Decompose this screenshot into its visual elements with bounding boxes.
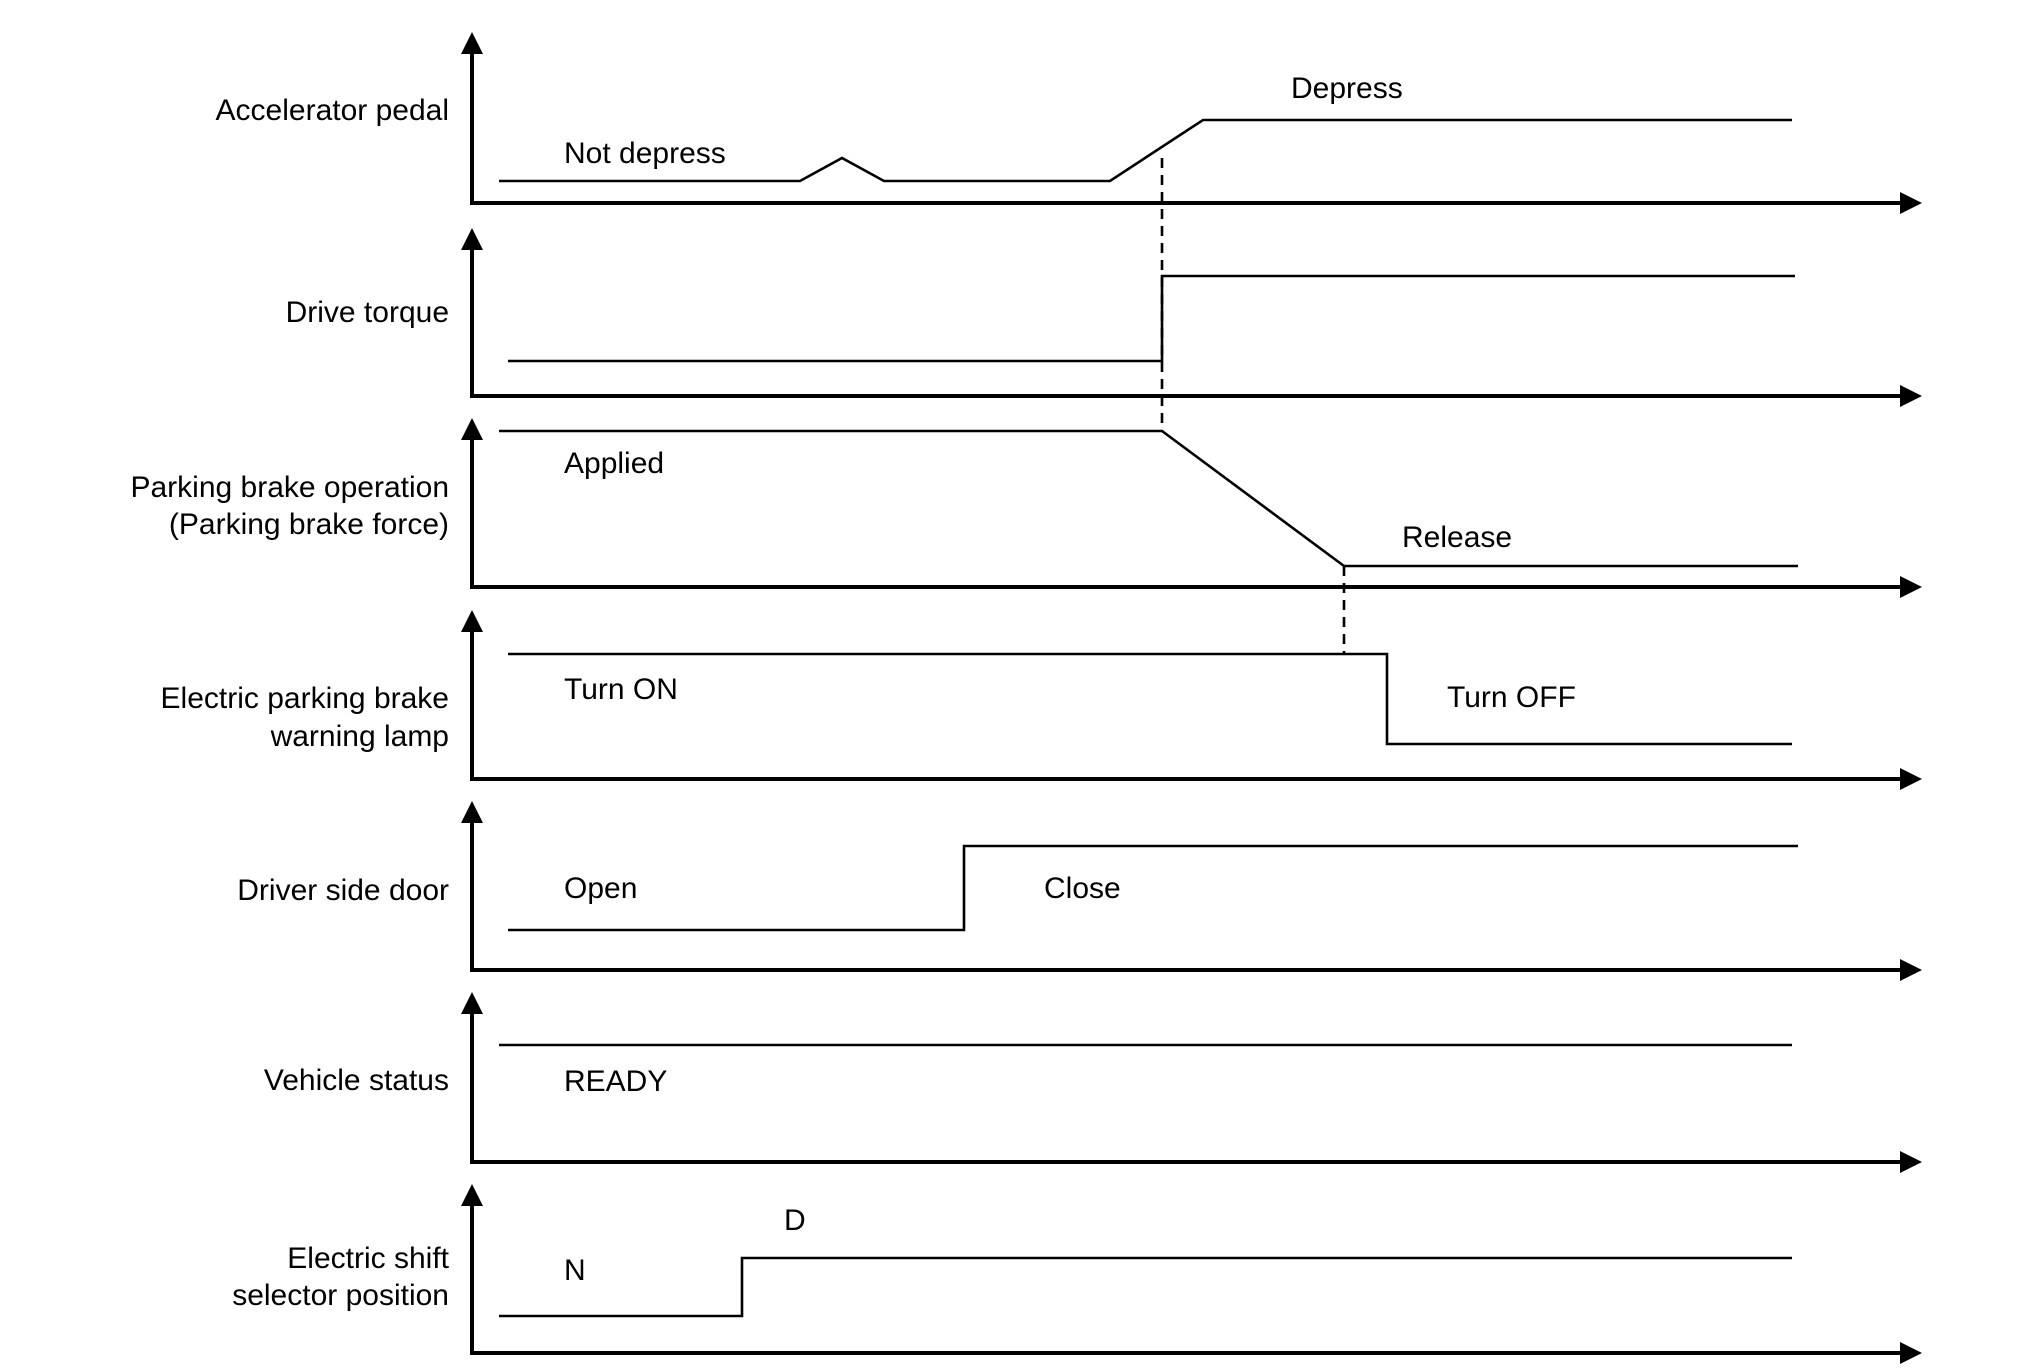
signal-trace-drive-torque bbox=[508, 274, 1795, 363]
x-axis-arrowhead bbox=[1900, 1342, 1922, 1364]
y-axis-arrowhead bbox=[461, 418, 483, 440]
row-label-accelerator-pedal: Accelerator pedal bbox=[216, 94, 449, 127]
row-label-warning-lamp-line1: Electric parking brake bbox=[161, 682, 449, 715]
row-label-warning-lamp-line2: warning lamp bbox=[270, 720, 449, 753]
row-parking-brake: Parking brake operation (Parking brake f… bbox=[130, 418, 1922, 598]
signal-trace-accelerator bbox=[499, 118, 1792, 183]
row-label-parking-brake-line1: Parking brake operation bbox=[130, 471, 449, 504]
annotation-depress: Depress bbox=[1291, 72, 1403, 105]
y-axis-arrowhead bbox=[461, 801, 483, 823]
annotation-d: D bbox=[784, 1204, 806, 1237]
x-axis-arrowhead bbox=[1900, 959, 1922, 981]
row-shift-selector: Electric shift selector position N D bbox=[232, 1184, 1922, 1364]
y-axis-arrowhead bbox=[461, 992, 483, 1014]
y-axis-arrowhead bbox=[461, 228, 483, 250]
row-warning-lamp: Electric parking brake warning lamp Turn… bbox=[161, 610, 1922, 790]
annotation-ready: READY bbox=[564, 1065, 667, 1098]
x-axis-arrowhead bbox=[1900, 192, 1922, 214]
signal-trace-shift-selector bbox=[499, 1256, 1792, 1318]
row-label-parking-brake-line2: (Parking brake force) bbox=[169, 508, 449, 541]
annotation-not-depress: Not depress bbox=[564, 137, 726, 170]
annotation-turn-on: Turn ON bbox=[564, 673, 678, 706]
signal-trace-warning-lamp bbox=[508, 652, 1792, 746]
x-axis-arrowhead bbox=[1900, 768, 1922, 790]
annotation-open: Open bbox=[564, 872, 637, 905]
row-drive-torque: Drive torque bbox=[286, 228, 1922, 407]
row-accelerator-pedal: Accelerator pedal Not depress Depress bbox=[216, 32, 1922, 214]
x-axis-arrowhead bbox=[1900, 385, 1922, 407]
row-label-driver-side-door: Driver side door bbox=[237, 874, 449, 907]
annotation-applied: Applied bbox=[564, 447, 664, 480]
row-label-drive-torque: Drive torque bbox=[286, 296, 449, 329]
signal-trace-parking-brake bbox=[499, 429, 1798, 568]
row-driver-side-door: Driver side door Open Close bbox=[237, 801, 1922, 981]
row-label-shift-selector-line2: selector position bbox=[232, 1279, 449, 1312]
signal-trace-driver-door bbox=[508, 844, 1798, 932]
y-axis-arrowhead bbox=[461, 610, 483, 632]
row-label-vehicle-status: Vehicle status bbox=[264, 1064, 449, 1097]
y-axis-arrowhead bbox=[461, 1184, 483, 1206]
row-vehicle-status: Vehicle status READY bbox=[264, 992, 1922, 1173]
annotation-n: N bbox=[564, 1254, 586, 1287]
x-axis-arrowhead bbox=[1900, 576, 1922, 598]
x-axis-arrowhead bbox=[1900, 1151, 1922, 1173]
y-axis-arrowhead bbox=[461, 32, 483, 54]
annotation-turn-off: Turn OFF bbox=[1447, 681, 1576, 714]
annotation-release: Release bbox=[1402, 521, 1512, 554]
annotation-close: Close bbox=[1044, 872, 1121, 905]
row-label-shift-selector-line1: Electric shift bbox=[287, 1242, 449, 1275]
